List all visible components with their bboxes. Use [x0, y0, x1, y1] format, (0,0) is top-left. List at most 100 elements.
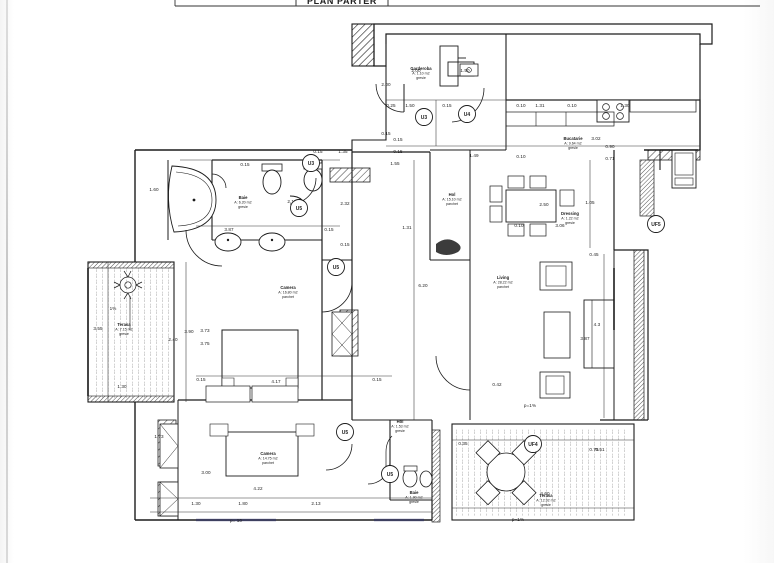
dimension-label: 0.90 [605, 144, 615, 149]
dimension-label: 0.71 [605, 156, 615, 161]
dimension-label: 0.51 [595, 447, 605, 452]
door-marker-circle [290, 199, 308, 217]
dimension-label: 0.25 [386, 103, 396, 108]
dimension-label: 3.00 [201, 470, 211, 475]
dimension-label: 2.40 [168, 337, 178, 342]
terrace-west [87, 261, 175, 403]
kitchen-sink-icon [459, 63, 479, 77]
dimension-label: 1.60 [149, 187, 159, 192]
door-marker-circle [336, 423, 354, 441]
dimension-label: 4.3 [594, 322, 601, 327]
dimension-label: 1.30 [191, 501, 201, 506]
room-area-living: A: 28.22 m2 [493, 281, 512, 285]
dimension-label: p= 10 [230, 518, 242, 523]
scan-smudge [436, 239, 461, 255]
wc-fixtures [385, 435, 433, 488]
dimension-label: 2.00 [381, 82, 391, 87]
room-finish-wc: gresie [395, 429, 405, 433]
room-name-baie: Baie [239, 195, 249, 200]
door-marker-label-4: U5 [342, 430, 349, 436]
door-marker-label-2: U5 [296, 206, 303, 212]
door-marker-label-8: UF5 [651, 222, 661, 228]
room-finish-terasa_vest: gresie [119, 332, 129, 336]
dimension-label: 1% [110, 306, 117, 311]
washbasin-icon [214, 232, 286, 252]
dimension-label: 0.15 [442, 103, 452, 108]
room-finish-camera1: parchet [282, 295, 294, 299]
room-area-dressing: A: 1.22 m2 [561, 217, 578, 221]
dimension-label: 0.35 [458, 441, 468, 446]
door-marker-circle [458, 105, 476, 123]
dimension-label: 3.87 [224, 227, 234, 232]
room-name-terasa_vest: Terasa [117, 322, 131, 327]
room-name-terasa_sud: Terasa [539, 493, 553, 498]
plant-icon [113, 270, 143, 300]
room-name-camera1: Camera [280, 285, 296, 290]
dimension-label: 3.75 [200, 341, 210, 346]
dimension-label: 1.55 [390, 161, 400, 166]
room-name-bucatarie: Bucatarie [563, 136, 583, 141]
room-area-bucatarie: A: 9.64 m2 [564, 142, 581, 146]
dimension-label: 0.15 [324, 227, 334, 232]
dimension-label: 2.50 [539, 202, 549, 207]
room-name-baie2: Baie [410, 490, 420, 495]
room-area-wc: A: 1.53 m2 [391, 425, 408, 429]
dimension-labels-other: 2.000.151.602.153.553.902.401%3.733.751.… [93, 82, 615, 523]
door-marker-circle [327, 258, 345, 276]
dimension-label: 0.15 [340, 242, 350, 247]
door-marker-circle [524, 435, 542, 453]
door-marker-label-0: U3 [421, 115, 428, 121]
dimension-label: 2.13 [311, 501, 321, 506]
room-area-camera1: A: 16.80 m2 [278, 291, 297, 295]
door-marker-circle [381, 465, 399, 483]
dimension-label: 4.60 [540, 491, 550, 496]
kitchen-counter [505, 99, 697, 127]
bedroom-furniture [159, 311, 353, 517]
room-area-camera2: A: 14.75 m2 [258, 457, 277, 461]
living-furniture [539, 261, 615, 399]
door-marker-label-3: U5 [333, 265, 340, 271]
room-name-wc: Hol [397, 419, 404, 424]
room-finish-hol: parchet [446, 202, 458, 206]
door-marker-circle [302, 154, 320, 172]
door-marker-label-5: U5 [387, 472, 394, 478]
wardrobe-icon [159, 311, 353, 517]
room-area-terasa_sud: A: 12.92 m2 [536, 499, 555, 503]
door-marker-circle [647, 215, 665, 233]
room-area-hol: A: 15.10 m2 [442, 198, 461, 202]
room-area-baie2: A: 1.90 m2 [405, 496, 422, 500]
dimension-label: 0.75 [589, 447, 599, 452]
sofa-icon [539, 299, 615, 399]
room-finish-terasa_sud: gresie [541, 503, 551, 507]
dimension-label: 1.30 [117, 384, 127, 389]
dimension-label: 0.15 [313, 149, 323, 154]
dimension-label: 0.10 [516, 154, 526, 159]
door-swing-icon [375, 83, 405, 113]
chair-icon [489, 175, 575, 237]
dimension-label: 0.15 [393, 149, 403, 154]
door-swing-icon [185, 229, 223, 267]
dimension-label: 1.31 [535, 103, 545, 108]
dimension-label: 0.10 [567, 103, 577, 108]
door-marker-label-6: U3 [308, 161, 315, 167]
armchair-icon [539, 261, 573, 291]
dimension-label: 3.90 [184, 329, 194, 334]
room-area-baie: A: 6.20 m2 [234, 201, 251, 205]
dimension-label: 3.73 [200, 328, 210, 333]
room-area-garderoba: A: 1.10 m2 [412, 72, 429, 76]
dining-set [489, 175, 575, 237]
dimension-label: 0.42 [492, 382, 502, 387]
dimension-label: 1.50 [460, 68, 470, 73]
dimension-label: 1.50 [405, 103, 415, 108]
room-name-camera2: Camera [260, 451, 276, 456]
dimension-label: 1.35 [338, 149, 348, 154]
toilet-icon [261, 163, 283, 195]
room-area-terasa_vest: A: 7.15 m2 [115, 328, 132, 332]
dimension-label: 3.02 [591, 136, 601, 141]
